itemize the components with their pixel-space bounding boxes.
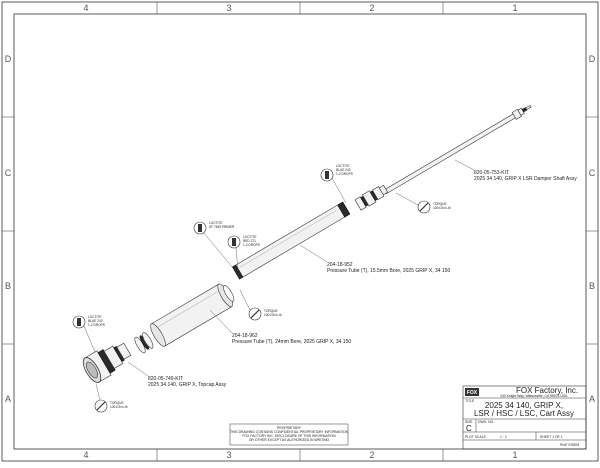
title-label: TITLE bbox=[465, 399, 475, 403]
proprietary-line4: OR OTHER EXCEPT AS AUTHORIZED IN WRITING bbox=[249, 438, 330, 442]
damper-shaft-part-number: 820-05-753-KIT bbox=[474, 170, 509, 176]
zone-row-b-right: B bbox=[589, 281, 595, 291]
sheet-number: SHEET 1 OF 1 bbox=[540, 435, 563, 439]
loctite-primer-icon bbox=[193, 221, 207, 235]
zone-row-a-left: A bbox=[5, 394, 11, 404]
company-address: 130 Knight Way, Watsonville, CA 95076 US… bbox=[500, 394, 568, 398]
torque-mid-line1: TORQUE bbox=[264, 309, 278, 313]
drawing-number-label: DWG. NO. bbox=[478, 420, 494, 424]
topcap-description: 2025 34 140, GRIP X, Topcap Assy bbox=[148, 382, 227, 388]
pressure-tube-large bbox=[150, 283, 235, 347]
zone-col-1-top: 1 bbox=[512, 3, 517, 13]
pressure-tube-small bbox=[232, 201, 351, 280]
fox-logo bbox=[465, 388, 479, 396]
topcap-assembly bbox=[82, 342, 132, 383]
torque-bottom-line1: TORQUE bbox=[110, 401, 124, 405]
pressure-tube-small-description: Pressure Tube (T), 15.5mm Bore, 2025 GRI… bbox=[327, 268, 451, 274]
size-label: SIZE bbox=[465, 420, 473, 424]
title-block: FOX bbox=[462, 385, 587, 450]
zone-row-c-right: C bbox=[589, 168, 596, 178]
damper-shaft-description: 2025 34 140, GRIP X LSR Damper Shaft Ass… bbox=[474, 176, 577, 182]
topcap-part-number: 820-05-749-KIT bbox=[148, 376, 183, 382]
zone-row-b-left: B bbox=[5, 281, 11, 291]
loctite-bottle-icon bbox=[320, 168, 334, 182]
svg-text:FOX: FOX bbox=[467, 390, 478, 396]
torque-mid-line2: 100±15 in-lb bbox=[264, 313, 282, 317]
proe-id: ProE KSIEM bbox=[560, 443, 579, 447]
pressure-tube-small-part-number: 204-18-952 bbox=[327, 262, 353, 268]
loctite-mid1-line1: LOCTITE bbox=[209, 221, 222, 225]
size-value: C bbox=[466, 424, 472, 433]
seal-rings bbox=[134, 332, 154, 354]
piston-valve-stack bbox=[354, 184, 389, 211]
loctite-bottle-icon bbox=[72, 315, 86, 329]
zone-row-c-left: C bbox=[5, 168, 12, 178]
loctite-top-line3: 1-2 DROPS bbox=[336, 172, 353, 176]
zone-ticks bbox=[2, 2, 598, 461]
damper-shaft bbox=[383, 104, 532, 195]
proprietary-notice bbox=[229, 423, 349, 446]
loctite-left-line3: 1-2 DROPS bbox=[88, 323, 105, 327]
zone-col-3-bottom: 3 bbox=[226, 450, 231, 460]
zone-col-2-top: 2 bbox=[369, 3, 374, 13]
loctite-mid2-line3: 1-2 DROPS bbox=[243, 243, 260, 247]
pressure-tube-large-part-number: 204-18-962 bbox=[232, 333, 258, 339]
zone-row-d-left: D bbox=[5, 54, 12, 64]
loctite-top-line2: BLUE 243 bbox=[336, 168, 351, 172]
zone-col-2-bottom: 2 bbox=[369, 450, 374, 460]
zone-col-4-bottom: 4 bbox=[83, 450, 88, 460]
loctite-left-line1: LOCTITE bbox=[88, 315, 101, 319]
plot-scale-label: PLOT SCALE bbox=[465, 435, 487, 439]
zone-col-1-bottom: 1 bbox=[512, 450, 517, 460]
pressure-tube-large-description: Pressure Tube (T), 24mm Bore, 2025 GRIP … bbox=[232, 339, 351, 345]
drawing-title-line2: LSR / HSC / LSC, Cart Assy bbox=[474, 409, 574, 418]
torque-top-line2: 100±15 in-lb bbox=[433, 206, 451, 210]
torque-top-line1: TORQUE bbox=[433, 202, 447, 206]
torque-wrench-icon bbox=[417, 200, 431, 214]
torque-bottom-line2: 100±15 in-lb bbox=[110, 405, 128, 409]
drawing-title-line1: 2025 34 140, GRIP X, bbox=[485, 401, 563, 410]
loctite-mid1-line2: SF 7649 PRIMER bbox=[209, 225, 235, 229]
zone-col-3-top: 3 bbox=[226, 3, 231, 13]
loctite-red-icon bbox=[227, 235, 241, 249]
proprietary-line2: THIS DRAWING CONTAINS CONFIDENTIAL PROPR… bbox=[230, 430, 349, 434]
proprietary-line3: FOX FACTORY INC. DISCLOSURE OF THIS INFO… bbox=[242, 434, 336, 438]
proprietary-line1: PROPRIETARY bbox=[277, 426, 302, 430]
loctite-top-line1: LOCTITE bbox=[336, 164, 349, 168]
zone-col-4-top: 4 bbox=[83, 3, 88, 13]
torque-wrench-icon bbox=[248, 307, 262, 321]
zone-row-d-right: D bbox=[589, 54, 596, 64]
loctite-mid2-line1: LOCTITE bbox=[243, 235, 256, 239]
loctite-left-line2: BLUE 243 bbox=[88, 319, 103, 323]
zone-row-a-right: A bbox=[589, 394, 595, 404]
plot-scale-value: 1 : 2 bbox=[500, 435, 507, 439]
loctite-mid2-line2: RED 271 bbox=[243, 239, 256, 243]
torque-wrench-icon bbox=[94, 399, 108, 413]
company-name: FOX Factory, Inc. bbox=[516, 386, 578, 395]
